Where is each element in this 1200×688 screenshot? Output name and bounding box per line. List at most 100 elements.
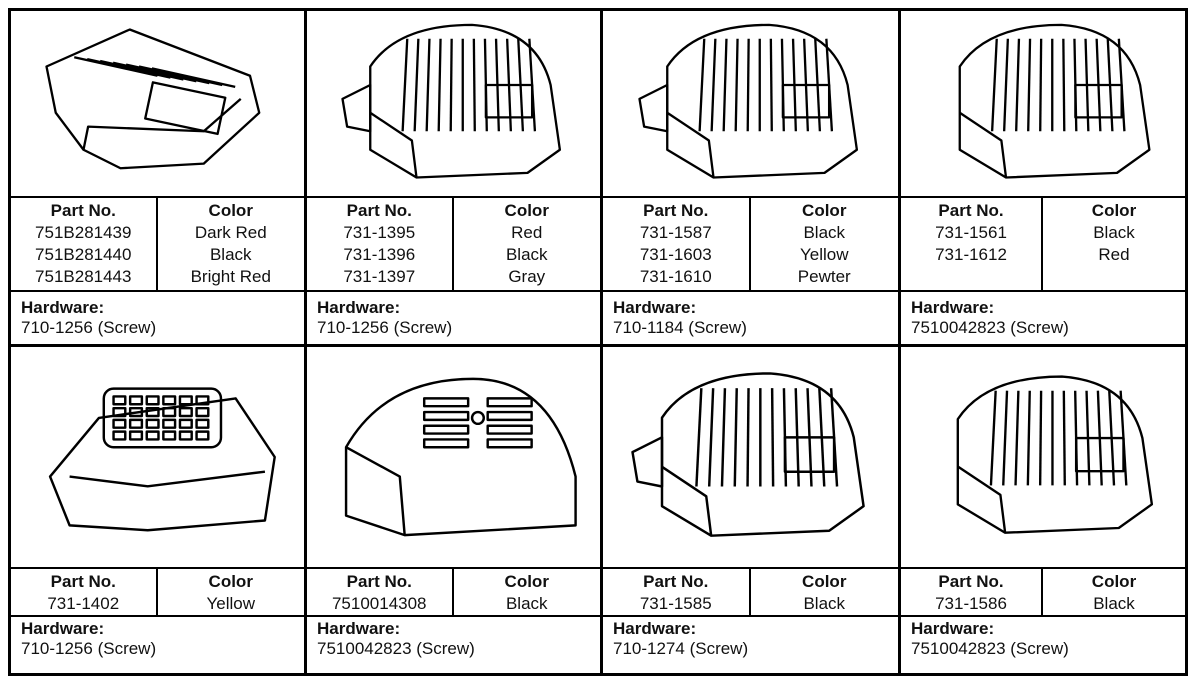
part-number: 731-1587: [639, 223, 712, 242]
hardware-value: 710-1274 (Screw): [613, 639, 749, 658]
part-number: 7510014308: [331, 594, 427, 613]
hardware-label: Hardware:: [613, 619, 697, 638]
hardware-section: Hardware:710-1256 (Screw): [307, 294, 600, 344]
part-number-column: Part No. 731-1585: [603, 569, 751, 615]
color-value: Yellow: [799, 245, 849, 264]
engine-cover-icon: [307, 11, 600, 196]
hardware-section: Hardware:710-1184 (Screw): [603, 294, 898, 344]
hardware-label: Hardware:: [21, 619, 105, 638]
hardware-label: Hardware:: [911, 298, 995, 317]
hardware-section: Hardware:7510042823 (Screw): [901, 294, 1185, 344]
part-number: 731-1396: [343, 245, 416, 264]
part-number: 751B281440: [35, 245, 132, 264]
color-header: Color: [1091, 572, 1137, 591]
part-no-header: Part No.: [643, 201, 709, 220]
engine-cover-icon: [603, 11, 898, 196]
part-number-column: Part No. 731-1402: [11, 569, 158, 615]
hardware-section: Hardware:710-1274 (Screw): [603, 615, 898, 673]
hardware-value: 710-1256 (Screw): [21, 639, 157, 658]
hardware-value: 710-1256 (Screw): [317, 318, 453, 337]
color-value: Black: [209, 245, 252, 264]
color-value: Bright Red: [190, 267, 271, 286]
part-number: 751B281443: [35, 267, 132, 286]
hardware-value: 7510042823 (Screw): [911, 318, 1069, 337]
color-header: Color: [802, 201, 847, 220]
part-no-header: Part No.: [938, 572, 1004, 591]
color-header: Color: [1091, 201, 1137, 220]
part-no-header: Part No.: [50, 572, 116, 591]
color-header: Color: [208, 572, 253, 591]
hardware-section: Hardware:710-1256 (Screw): [11, 615, 304, 673]
engine-cover-icon: [11, 11, 304, 196]
engine-cover-icon: [603, 347, 898, 567]
hardware-label: Hardware:: [317, 298, 401, 317]
hardware-label: Hardware:: [613, 298, 697, 317]
color-value: Pewter: [797, 267, 851, 286]
color-header: Color: [504, 572, 549, 591]
part-no-header: Part No.: [938, 201, 1004, 220]
part-number: 731-1561: [935, 223, 1007, 242]
color-value: Black: [803, 223, 846, 242]
part-number-column: Part No. 731-1395 731-1396 731-1397: [307, 198, 454, 290]
color-header: Color: [802, 572, 847, 591]
color-value: Dark Red: [194, 223, 267, 242]
part-number: 731-1395: [343, 223, 416, 242]
part-no-header: Part No.: [346, 201, 412, 220]
part-number: 731-1585: [639, 594, 712, 613]
color-value: Black: [505, 594, 548, 613]
hardware-section: Hardware:710-1256 (Screw): [11, 294, 304, 344]
color-value: Red: [1098, 245, 1130, 264]
engine-cover-icon: [11, 347, 304, 567]
color-value: Black: [1093, 594, 1135, 613]
part-number: 731-1397: [343, 267, 416, 286]
color-header: Color: [504, 201, 549, 220]
hardware-label: Hardware:: [21, 298, 105, 317]
engine-cover-icon: [307, 347, 600, 567]
hardware-label: Hardware:: [317, 619, 401, 638]
part-number-column: Part No. 7510014308: [307, 569, 454, 615]
part-number-column: Part No. 731-1561 731-1612: [901, 198, 1043, 290]
color-value: Black: [803, 594, 846, 613]
hardware-section: Hardware:7510042823 (Screw): [901, 615, 1185, 673]
part-number-column: Part No. 731-1587 731-1603 731-1610: [603, 198, 751, 290]
part-number: 731-1603: [639, 245, 712, 264]
part-number: 731-1610: [639, 267, 712, 286]
hardware-value: 710-1256 (Screw): [21, 318, 157, 337]
hardware-section: Hardware:7510042823 (Screw): [307, 615, 600, 673]
color-header: Color: [208, 201, 253, 220]
hardware-value: 710-1184 (Screw): [613, 318, 747, 337]
color-value: Black: [505, 245, 548, 264]
part-number: 731-1402: [47, 594, 120, 613]
part-number: 731-1612: [935, 245, 1007, 264]
color-value: Gray: [508, 267, 546, 286]
part-number-column: Part No. 731-1586: [901, 569, 1043, 615]
part-no-header: Part No.: [346, 572, 412, 591]
part-no-header: Part No.: [643, 572, 709, 591]
color-value: Red: [511, 223, 543, 242]
part-number: 731-1586: [935, 594, 1007, 613]
